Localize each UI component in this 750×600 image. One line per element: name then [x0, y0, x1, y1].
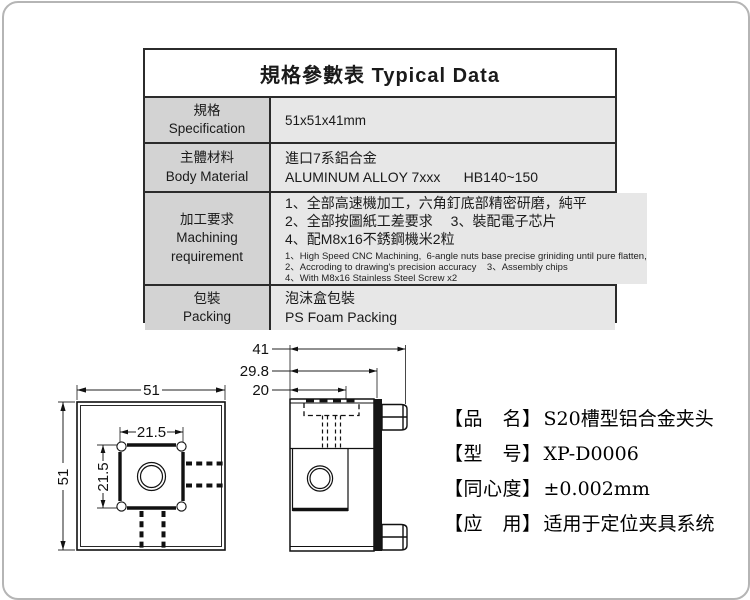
product-info-block: 【品 名】S20槽型铝合金夹头 【型 号】XP-D0006 【同心度】±0.00…	[444, 404, 744, 544]
front-label-masks	[55, 381, 167, 493]
side-depth-dim-label: 41	[252, 341, 269, 358]
slot-height-dim-label: 21.5	[95, 462, 112, 491]
machining-zh-line: 2、全部按圖紙工差要求 3、裝配電子芯片	[285, 212, 557, 229]
row-label-zh: 規格	[193, 102, 221, 118]
spec-value: 51x51x41mm	[285, 112, 367, 128]
row-label-zh: 加工要求	[180, 212, 234, 228]
front-dimension-arrows	[60, 387, 225, 550]
side-hidden-hole-lines	[321, 415, 342, 448]
side-body-dim-label: 29.8	[240, 363, 269, 380]
table-row-body-material: 主體材料 Body Material 進口7系鋁合金 ALUMINUM ALLO…	[145, 142, 615, 191]
packing-line-zh: 泡沫盒包裝	[285, 290, 355, 306]
side-stud-bottom	[381, 523, 408, 551]
concentricity-value: ±0.002mm	[543, 478, 650, 500]
application-label: 【应 用】	[444, 513, 542, 535]
machining-en-line: 2、Accroding to drawing's precision accur…	[285, 261, 568, 273]
front-body-inner-edge	[80, 405, 222, 547]
front-width-dim-label: 51	[143, 382, 160, 399]
product-name-line: 【品 名】S20槽型铝合金夹头	[444, 404, 744, 430]
front-slot-square	[118, 443, 185, 510]
side-flange-bar	[374, 399, 382, 551]
table-row-packing: 包裝 Packing 泡沫盒包裝 PS Foam Packing	[145, 284, 615, 330]
application-line: 【应 用】适用于定位夹具系统	[444, 509, 744, 535]
machining-en-line: 4、With M8x16 Stainless Steel Screw x2	[285, 272, 458, 284]
row-label-en: Body Material	[165, 168, 249, 184]
row-label-en: Machining requirement	[170, 230, 244, 264]
row-label-body-material: 主體材料 Body Material	[145, 144, 271, 191]
model-number-label: 【型 号】	[444, 443, 542, 465]
row-value-specification: 51x51x41mm	[271, 98, 615, 142]
front-view-drawing: 51 51 21.5 21.5	[55, 381, 226, 551]
side-slot-dim-label: 20	[252, 382, 269, 399]
front-height-dim-label: 51	[55, 469, 72, 486]
model-number-line: 【型 号】XP-D0006	[444, 439, 744, 465]
row-label-packing: 包裝 Packing	[145, 286, 271, 330]
table-row-specification: 規格 Specification 51x51x41mm	[145, 96, 615, 142]
front-extension-lines	[58, 385, 226, 551]
concentricity-label: 【同心度】	[444, 478, 542, 500]
table-row-machining: 加工要求 Machining requirement 1、全部高速機加工，六角釘…	[145, 191, 647, 284]
row-label-zh: 包裝	[193, 290, 221, 306]
machining-zh-line: 4、配M8x16不銹鋼機米2粒	[285, 230, 455, 247]
row-label-zh: 主體材料	[180, 150, 234, 166]
typical-data-table: 規格參數表 Typical Data 規格 Specification 51x5…	[143, 48, 647, 330]
front-center-hole	[136, 461, 167, 492]
side-dimension-lines	[272, 348, 406, 391]
side-center-hole	[306, 465, 334, 492]
row-label-en: Packing	[182, 309, 232, 324]
packing-line-en: PS Foam Packing	[285, 309, 398, 325]
table-title: 規格參數表 Typical Data	[145, 50, 615, 96]
row-value-machining: 1、全部高速機加工，六角釘底部精密研磨，純平 2、全部按圖紙工差要求 3、裝配電…	[271, 193, 647, 284]
side-pocket-sides	[291, 448, 349, 511]
technical-drawings: 51 51 21.5 21.5	[55, 341, 408, 552]
slot-corner-arcs	[116, 441, 187, 512]
application-value: 适用于定位夹具系统	[543, 513, 715, 535]
row-value-body-material: 進口7系鋁合金 ALUMINUM ALLOY 7xxx HB140~150	[271, 144, 615, 191]
material-line-en: ALUMINUM ALLOY 7xxx HB140~150	[285, 168, 539, 185]
concentricity-line: 【同心度】±0.002mm	[444, 474, 744, 500]
side-stud-top	[381, 403, 408, 431]
row-value-packing: 泡沫盒包裝 PS Foam Packing	[271, 286, 615, 330]
side-dimension-arrows	[290, 346, 406, 393]
row-label-specification: 規格 Specification	[145, 98, 271, 142]
front-hidden-grooves	[139, 461, 224, 549]
product-name-label: 【品 名】	[444, 408, 542, 430]
machining-en-line: 1、High Speed CNC Machining, 6-angle nuts…	[285, 250, 647, 262]
machining-zh-line: 1、全部高速機加工，六角釘底部精密研磨，純平	[285, 194, 587, 211]
row-label-machining: 加工要求 Machining requirement	[145, 193, 271, 284]
slot-width-dim-label: 21.5	[137, 424, 166, 441]
side-view-drawing: 41 29.8 20	[240, 341, 408, 552]
product-name-value: S20槽型铝合金夹头	[543, 408, 714, 430]
row-label-en: Specification	[168, 121, 246, 136]
model-number-value: XP-D0006	[543, 443, 639, 465]
material-line-zh: 進口7系鋁合金	[285, 149, 377, 166]
